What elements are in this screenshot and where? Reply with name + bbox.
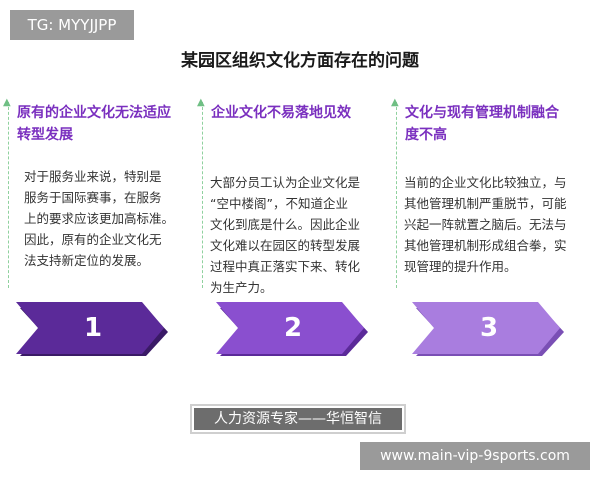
body-line: 法支持新定位的发展。	[24, 253, 150, 268]
heading-line: 度不高	[405, 127, 447, 143]
heading-line: 转型发展	[17, 127, 73, 143]
body-line: 文化到底是什么。因此企业	[210, 217, 361, 232]
column-body: 对于服务业来说，特别是 服务于国际赛事，在服务 上的要求应该更加高标准。 因此，…	[24, 166, 194, 271]
dashed-divider	[202, 102, 203, 288]
brand-banner-text: 人力资源专家——华恒智信	[194, 408, 402, 430]
body-line: 为生产力。	[210, 280, 273, 295]
body-line: 现管理的提升作用。	[404, 259, 517, 274]
body-line: 兴起一阵就置之脑后。无法与	[404, 217, 567, 232]
column-body: 当前的企业文化比较独立，与 其他管理机制严重脱节，可能 兴起一阵就置之脑后。无法…	[404, 172, 596, 277]
column-body: 大部分员工认为企业文化是 “空中楼阁”，不知道企业 文化到底是什么。因此企业 文…	[210, 172, 395, 298]
watermark-url: www.main-vip-9sports.com	[360, 442, 590, 470]
column-heading: 文化与现有管理机制融合 度不高	[405, 102, 559, 146]
body-line: “空中楼阁”，不知道企业	[210, 196, 348, 211]
body-line: 因此，原有的企业文化无	[24, 232, 162, 247]
brand-banner: 人力资源专家——华恒智信	[190, 404, 406, 434]
step-chevron-3: 3	[412, 302, 566, 358]
body-line: 文化难以在园区的转型发展	[210, 238, 361, 253]
watermark-tag: TG: MYYJJPP	[10, 10, 134, 40]
step-number: 1	[83, 313, 103, 343]
heading-line: 原有的企业文化无法适应	[17, 105, 171, 121]
heading-line: 文化与现有管理机制融合	[405, 105, 559, 121]
body-line: 过程中真正落实下来、转化	[210, 259, 361, 274]
step-chevron-2: 2	[216, 302, 370, 358]
arrow-up-icon: ▲	[391, 97, 399, 108]
step-number: 3	[479, 313, 499, 343]
heading-line: 企业文化不易落地见效	[211, 105, 351, 121]
body-line: 大部分员工认为企业文化是	[210, 175, 361, 190]
body-line: 服务于国际赛事，在服务	[24, 190, 162, 205]
body-line: 对于服务业来说，特别是	[24, 169, 162, 184]
page-title: 某园区组织文化方面存在的问题	[181, 51, 419, 71]
column-heading: 企业文化不易落地见效	[211, 102, 351, 124]
dashed-divider	[8, 102, 9, 288]
chevron-shape	[412, 302, 564, 356]
arrow-up-icon: ▲	[3, 97, 11, 108]
chevron-shape	[16, 302, 168, 356]
chevron-shape	[216, 302, 368, 356]
body-line: 上的要求应该更加高标准。	[24, 211, 175, 226]
step-chevron-1: 1	[16, 302, 170, 358]
body-line: 其他管理机制形成组合拳，实	[404, 238, 567, 253]
dashed-divider	[396, 102, 397, 288]
body-line: 其他管理机制严重脱节，可能	[404, 196, 567, 211]
step-number: 2	[283, 313, 303, 343]
arrow-up-icon: ▲	[197, 97, 205, 108]
column-heading: 原有的企业文化无法适应 转型发展	[17, 102, 171, 146]
body-line: 当前的企业文化比较独立，与	[404, 175, 567, 190]
